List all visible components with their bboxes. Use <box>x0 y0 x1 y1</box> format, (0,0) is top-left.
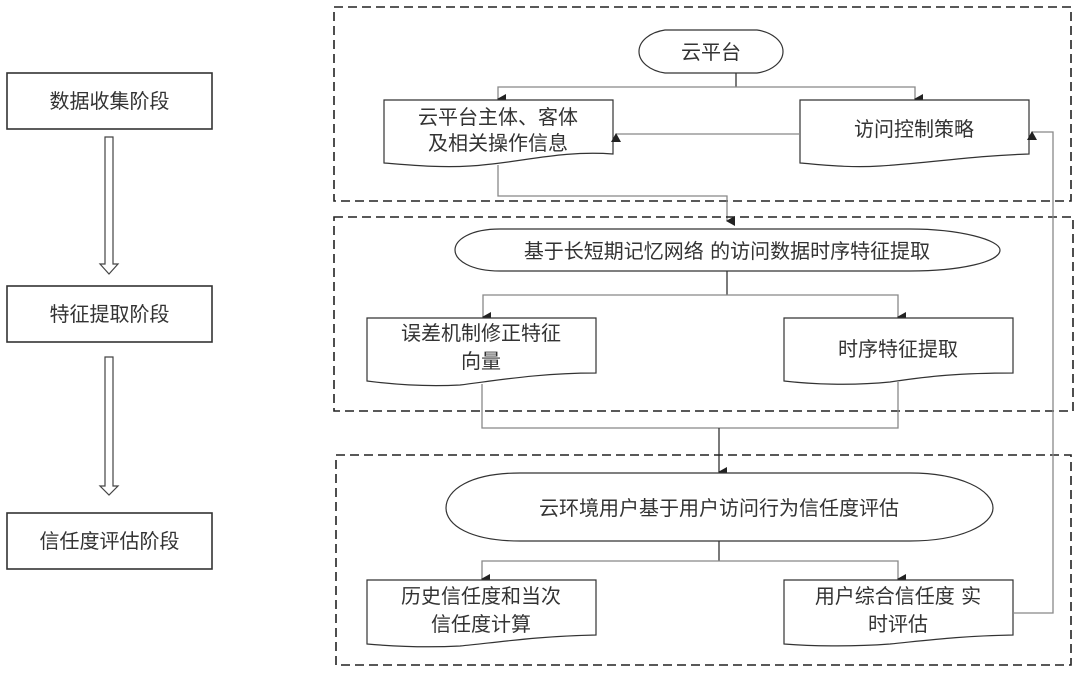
stage-label: 信任度评估阶段 <box>40 529 180 553</box>
doc-line: 误差机制修正特征 <box>401 321 561 345</box>
connector-to-temporal <box>727 294 906 322</box>
stage-trust-evaluation: 信任度评估阶段 <box>6 512 213 570</box>
history-trust-document: 历史信任度和当次 信任度计算 <box>366 579 597 648</box>
doc-line: 向量 <box>461 349 501 373</box>
doc-line: 历史信任度和当次 <box>401 584 561 608</box>
doc-line: 信任度计算 <box>431 612 531 636</box>
connector-to-info <box>497 86 736 104</box>
connector-to-history <box>481 560 719 584</box>
group-feature-extraction <box>333 216 1074 412</box>
connector-to-error <box>482 294 727 322</box>
error-correction-document: 误差机制修正特征 向量 <box>366 317 597 387</box>
stage-label: 数据收集阶段 <box>50 89 170 113</box>
process-label: 云环境用户基于用户访问行为信任度评估 <box>539 496 899 520</box>
realtime-trust-document: 用户综合信任度 实 时评估 <box>783 579 1014 647</box>
stage-arrow-1 <box>98 136 120 275</box>
process-label: 基于长短期记忆网络 的访问数据时序特征提取 <box>524 239 930 263</box>
doc-line: 时序特征提取 <box>838 337 958 361</box>
doc-line: 及相关操作信息 <box>428 131 568 155</box>
group-data-collection <box>333 6 1072 202</box>
stage-feature-extraction: 特征提取阶段 <box>6 285 213 343</box>
policy-document: 访问控制策略 <box>799 99 1030 168</box>
connector-merge <box>481 382 899 429</box>
doc-line: 用户综合信任度 实 <box>815 584 981 608</box>
doc-line: 时评估 <box>868 612 928 636</box>
doc-line: 访问控制策略 <box>854 117 974 141</box>
stage-data-collection: 数据收集阶段 <box>6 72 213 130</box>
doc-line: 云平台主体、客体 <box>418 105 578 129</box>
connector-to-policy <box>736 86 923 104</box>
connector-to-realtime <box>719 560 906 584</box>
connector-info-to-lstm <box>497 165 735 226</box>
group-trust-evaluation <box>335 454 1072 666</box>
lstm-process-ellipse: 基于长短期记忆网络 的访问数据时序特征提取 <box>454 228 1001 272</box>
stage-label: 特征提取阶段 <box>50 302 170 326</box>
info-document: 云平台主体、客体 及相关操作信息 <box>383 99 614 168</box>
terminator-label: 云平台 <box>681 40 741 64</box>
cloud-platform-terminator: 云平台 <box>638 29 784 74</box>
stage-arrow-2 <box>98 356 120 496</box>
trust-process-ellipse: 云环境用户基于用户访问行为信任度评估 <box>445 472 994 542</box>
connector-feedback-to-policy <box>1013 131 1054 614</box>
temporal-feature-document: 时序特征提取 <box>783 317 1014 385</box>
